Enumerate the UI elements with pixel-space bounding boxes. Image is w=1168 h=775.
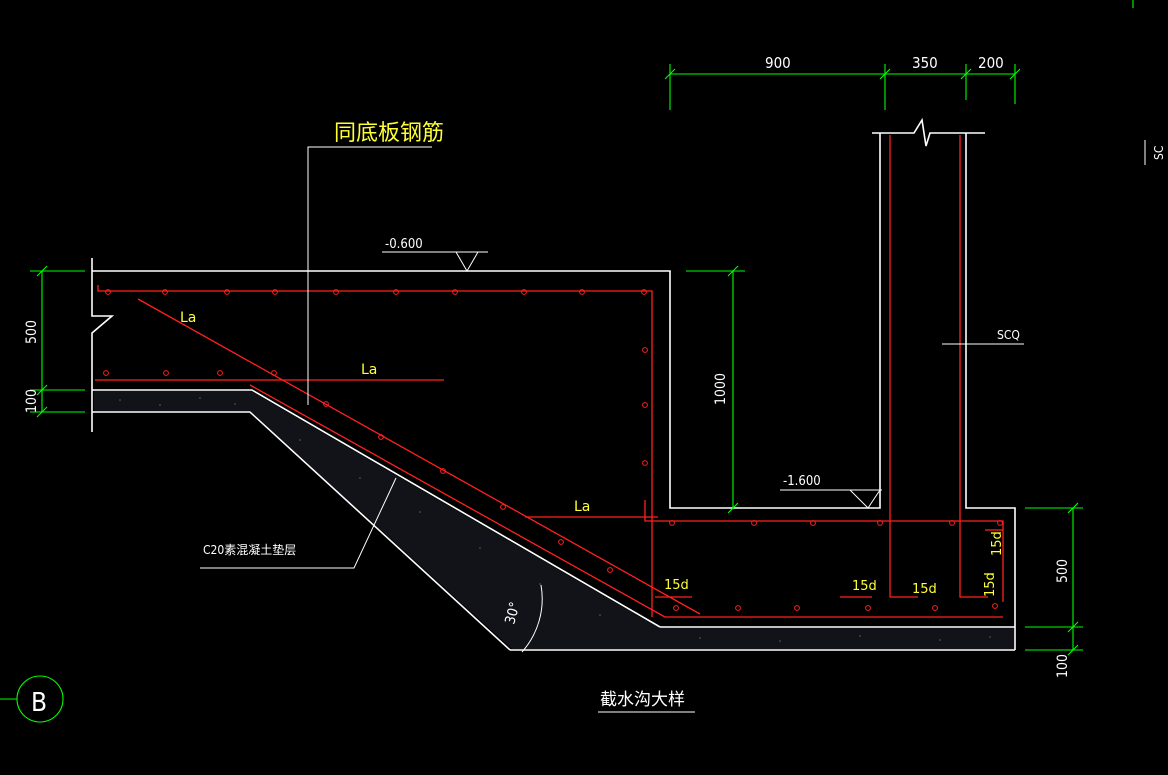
drawing-text: 同底板钢筋 900 350 200 -0.600 -1.600 500 100 … bbox=[24, 54, 1166, 718]
rebar-lines bbox=[95, 135, 1004, 618]
dimension-lines bbox=[0, 0, 1134, 723]
concrete-outline bbox=[91, 117, 1016, 651]
label-15d-1: 15d bbox=[664, 578, 689, 593]
label-15d-3: 15d bbox=[912, 582, 937, 597]
angle-label: 30° bbox=[502, 600, 523, 626]
cushion-leader-label: C20素混凝土垫层 bbox=[203, 542, 296, 557]
dim-inner-1000: 1000 bbox=[713, 373, 729, 405]
drawing-title: 截水沟大样 bbox=[600, 690, 685, 710]
edge-label: SC bbox=[1152, 146, 1166, 160]
wall-label: SCQ bbox=[997, 328, 1020, 342]
label-la-2: La bbox=[361, 362, 377, 378]
dim-left-100: 100 bbox=[24, 389, 40, 413]
dim-top-900: 900 bbox=[765, 54, 791, 72]
dim-left-500: 500 bbox=[24, 320, 40, 344]
dim-right-500: 500 bbox=[1055, 559, 1071, 583]
annotation-lines bbox=[200, 140, 1146, 713]
dim-right-100: 100 bbox=[1055, 654, 1071, 678]
cushion-hatch bbox=[94, 391, 1014, 649]
elevation-top: -0.600 bbox=[385, 237, 423, 252]
rebar-leader-label: 同底板钢筋 bbox=[334, 121, 444, 146]
rebar-dots bbox=[103, 289, 1003, 611]
dim-top-350: 350 bbox=[912, 54, 938, 72]
dim-top-200: 200 bbox=[978, 54, 1004, 72]
section-label: B bbox=[31, 688, 47, 718]
label-la-1: La bbox=[180, 310, 196, 326]
elevation-bottom: -1.600 bbox=[783, 474, 821, 489]
label-la-3: La bbox=[574, 499, 590, 515]
label-15d-5: 15d bbox=[983, 572, 998, 597]
label-15d-4: 15d bbox=[990, 531, 1005, 556]
label-15d-2: 15d bbox=[852, 579, 877, 594]
